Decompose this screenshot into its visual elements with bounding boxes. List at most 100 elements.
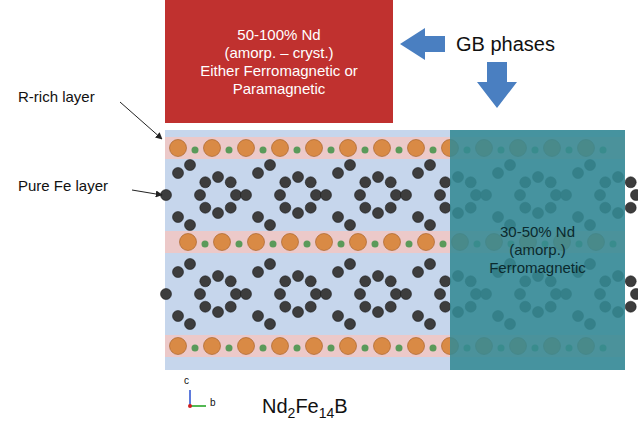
b-atom — [304, 241, 311, 248]
fe-atom — [360, 301, 371, 312]
b-atom — [236, 241, 243, 248]
fe-atom — [253, 212, 264, 223]
b-atom — [202, 241, 209, 248]
nd-atom — [204, 140, 221, 157]
leader-line — [120, 102, 162, 139]
fe-atom — [373, 172, 384, 183]
b-atom — [372, 241, 379, 248]
fe-atom — [305, 276, 316, 287]
fe-atom — [173, 311, 184, 322]
fe-atom — [355, 289, 366, 300]
fe-atom — [625, 202, 636, 213]
fe-atom — [385, 276, 396, 287]
fe-atom — [173, 168, 184, 179]
b-atom — [260, 345, 267, 352]
box-text: (amorp. – cryst.) — [224, 44, 333, 62]
gb-arrow-left — [400, 28, 445, 60]
fe-atom — [385, 301, 396, 312]
fe-atom — [413, 267, 424, 278]
fe-atom — [345, 259, 356, 270]
fe-atom — [213, 172, 224, 183]
b-atom — [406, 241, 413, 248]
nd-atom — [170, 140, 187, 157]
nd-atom — [170, 338, 187, 355]
fe-atom — [225, 276, 236, 287]
fe-atom — [280, 301, 291, 312]
fe-atom — [425, 160, 436, 171]
fe-atom — [631, 289, 638, 300]
axis-label: b — [210, 397, 216, 408]
fe-atom — [360, 177, 371, 188]
axis-origin — [188, 404, 192, 408]
fe-atom — [253, 168, 264, 179]
fe-atom — [195, 289, 206, 300]
fe-atom — [265, 160, 276, 171]
nd-atom — [238, 140, 255, 157]
fe-atom — [305, 177, 316, 188]
fe-atom — [280, 202, 291, 213]
fe-atom — [265, 220, 276, 231]
b-atom — [362, 345, 369, 352]
nd-atom — [214, 234, 231, 251]
nd-atom — [238, 338, 255, 355]
box-text: (amorp.) — [509, 241, 566, 259]
b-atom — [362, 147, 369, 154]
nd-atom — [408, 338, 425, 355]
b-atom — [328, 147, 335, 154]
fe-atom — [293, 172, 304, 183]
gb-arrow-down — [477, 62, 517, 108]
nd-atom — [374, 140, 391, 157]
nd-atom — [282, 234, 299, 251]
b-atom — [338, 241, 345, 248]
fe-atom — [231, 190, 242, 201]
fe-atom — [385, 202, 396, 213]
fe-atom — [185, 160, 196, 171]
nd-atom — [204, 338, 221, 355]
fe-atom — [185, 259, 196, 270]
b-atom — [260, 147, 267, 154]
b-atom — [226, 147, 233, 154]
box-text: 30-50% Nd — [500, 223, 575, 241]
fe-atom — [373, 307, 384, 318]
fe-atom — [391, 190, 402, 201]
fe-atom — [345, 160, 356, 171]
fe-atom — [391, 289, 402, 300]
crystal-background — [165, 130, 625, 370]
fe-atom — [225, 177, 236, 188]
layer-label: R-rich layer — [18, 88, 95, 105]
b-atom — [192, 147, 199, 154]
fe-atom — [161, 289, 172, 300]
fe-atom — [305, 301, 316, 312]
fe-atom — [275, 190, 286, 201]
fe-atom — [213, 307, 224, 318]
nd-atom — [306, 338, 323, 355]
fe-atom — [173, 267, 184, 278]
fe-atom — [200, 301, 211, 312]
fe-atom — [225, 301, 236, 312]
b-atom — [396, 345, 403, 352]
fe-atom — [253, 311, 264, 322]
fe-atom — [333, 212, 344, 223]
nd-atom — [384, 234, 401, 251]
fe-atom — [435, 289, 446, 300]
fe-atom — [275, 289, 286, 300]
axis-label: c — [184, 375, 189, 386]
b-atom — [430, 345, 437, 352]
fe-atom — [200, 202, 211, 213]
fe-atom — [333, 168, 344, 179]
fe-atom — [625, 301, 636, 312]
nd-atom — [272, 338, 289, 355]
fe-atom — [413, 212, 424, 223]
axis-b — [190, 405, 206, 407]
fe-atom — [425, 220, 436, 231]
fe-atom — [345, 220, 356, 231]
gb-phase-overlay: 30-50% Nd(amorp.)Ferromagnetic — [450, 130, 625, 370]
fe-atom — [241, 190, 252, 201]
fe-atom — [200, 177, 211, 188]
b-atom — [328, 345, 335, 352]
nd-atom — [272, 140, 289, 157]
fe-atom — [293, 208, 304, 219]
b-atom — [440, 241, 447, 248]
b-atom — [430, 147, 437, 154]
fe-atom — [241, 289, 252, 300]
